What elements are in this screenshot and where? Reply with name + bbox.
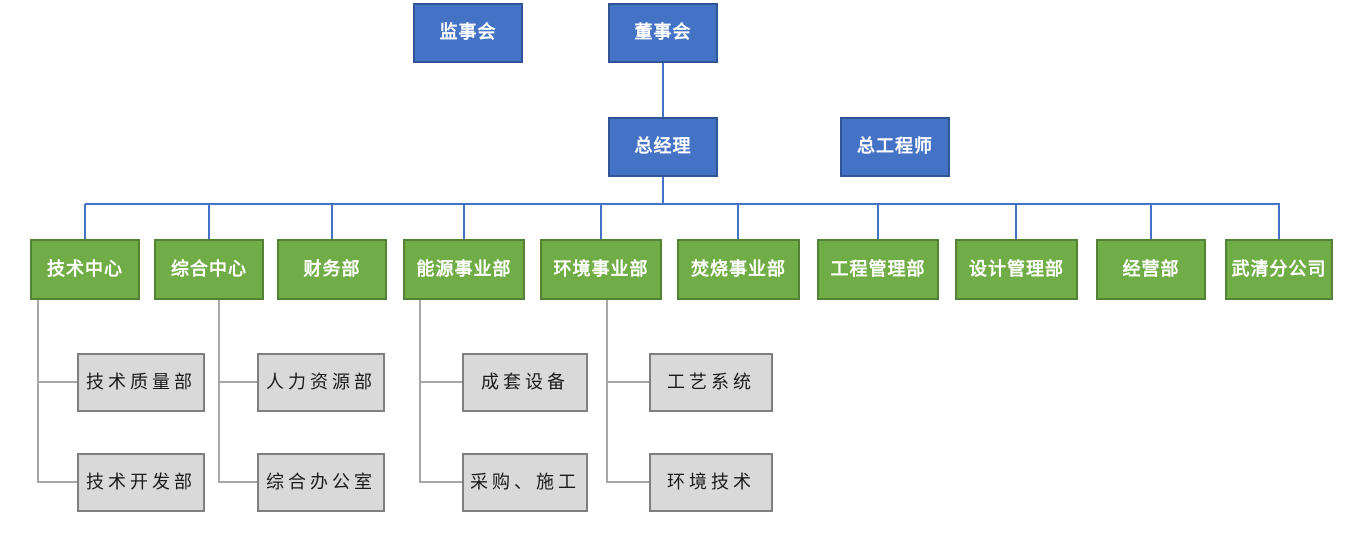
- node-label: 总工程师: [857, 136, 933, 157]
- connector-drop-tech-center: [84, 204, 86, 239]
- node-label: 能源事业部: [416, 258, 512, 279]
- node-label: 监事会: [439, 22, 497, 43]
- connector-hang-general-center: [218, 300, 220, 483]
- node-dept-tech-center: 技术中心: [30, 239, 140, 300]
- node-label: 工程管理部: [830, 258, 926, 279]
- node-sub-tech-development: 技术开发部: [77, 453, 205, 512]
- connector-stub-hr: [219, 381, 257, 383]
- node-label: 经营部: [1122, 258, 1180, 279]
- connector-drop-finance: [331, 204, 333, 239]
- node-dept-operations: 经营部: [1096, 239, 1206, 300]
- node-general-manager: 总经理: [608, 117, 718, 177]
- connector-stub-process-system: [607, 381, 649, 383]
- node-chief-engineer: 总工程师: [840, 117, 950, 177]
- connector-drop-general-center: [208, 204, 210, 239]
- node-label: 综合办公室: [266, 471, 376, 492]
- node-label: 技术开发部: [86, 471, 196, 492]
- node-label: 综合中心: [171, 258, 247, 279]
- connector-drop-energy: [463, 204, 465, 239]
- connector-drop-operations: [1150, 204, 1152, 239]
- node-sub-procurement-construction: 采购、施工: [462, 453, 588, 512]
- node-label: 工艺系统: [667, 371, 755, 392]
- node-label: 焚烧事业部: [691, 258, 786, 279]
- connector-hang-environment: [606, 300, 608, 483]
- connector-stub-general-office: [219, 481, 257, 483]
- connector-stub-procurement: [420, 481, 462, 483]
- node-sub-tech-quality: 技术质量部: [77, 353, 205, 412]
- node-label: 技术中心: [47, 258, 123, 279]
- node-sub-complete-equipment: 成套设备: [462, 353, 588, 412]
- node-sub-process-system: 工艺系统: [649, 353, 773, 412]
- node-label: 成套设备: [481, 371, 569, 392]
- node-dept-design-mgmt: 设计管理部: [955, 239, 1078, 300]
- node-dept-energy: 能源事业部: [403, 239, 525, 300]
- connector-stub-env-tech: [607, 481, 649, 483]
- node-label: 技术质量部: [86, 371, 196, 392]
- connector-stub-complete-equipment: [420, 381, 462, 383]
- connector-drop-incineration: [737, 204, 739, 239]
- node-supervisory-board: 监事会: [413, 3, 523, 63]
- connector-hang-tech-center: [37, 300, 39, 483]
- connector-drop-environment: [600, 204, 602, 239]
- node-sub-general-office: 综合办公室: [257, 453, 385, 512]
- node-label: 环境技术: [667, 471, 755, 492]
- node-label: 财务部: [303, 258, 361, 279]
- node-sub-environment-technology: 环境技术: [649, 453, 773, 512]
- connector-drop-engineering-mgmt: [877, 204, 879, 239]
- connector-stub-tech-quality: [38, 381, 77, 383]
- node-label: 设计管理部: [969, 258, 1064, 279]
- connector-gm-to-rail: [662, 177, 664, 204]
- node-dept-general-center: 综合中心: [154, 239, 264, 300]
- node-dept-finance: 财务部: [277, 239, 387, 300]
- node-dept-wuqing-branch: 武清分公司: [1225, 239, 1333, 300]
- node-sub-human-resources: 人力资源部: [257, 353, 385, 412]
- connector-drop-wuqing: [1278, 204, 1280, 239]
- node-label: 董事会: [634, 22, 692, 43]
- node-dept-environment: 环境事业部: [540, 239, 662, 300]
- node-label: 总经理: [634, 136, 692, 157]
- node-label: 环境事业部: [553, 258, 649, 279]
- node-dept-engineering-mgmt: 工程管理部: [817, 239, 939, 300]
- connector-drop-design-mgmt: [1015, 204, 1017, 239]
- connector-stub-tech-dev: [38, 481, 77, 483]
- node-label: 武清分公司: [1231, 258, 1327, 279]
- node-label: 采购、施工: [470, 471, 580, 492]
- connector-board-to-gm: [662, 63, 664, 117]
- connector-rail: [85, 203, 1280, 205]
- node-board-of-directors: 董事会: [608, 3, 718, 63]
- connector-hang-energy: [419, 300, 421, 483]
- node-dept-incineration: 焚烧事业部: [677, 239, 800, 300]
- node-label: 人力资源部: [266, 371, 376, 392]
